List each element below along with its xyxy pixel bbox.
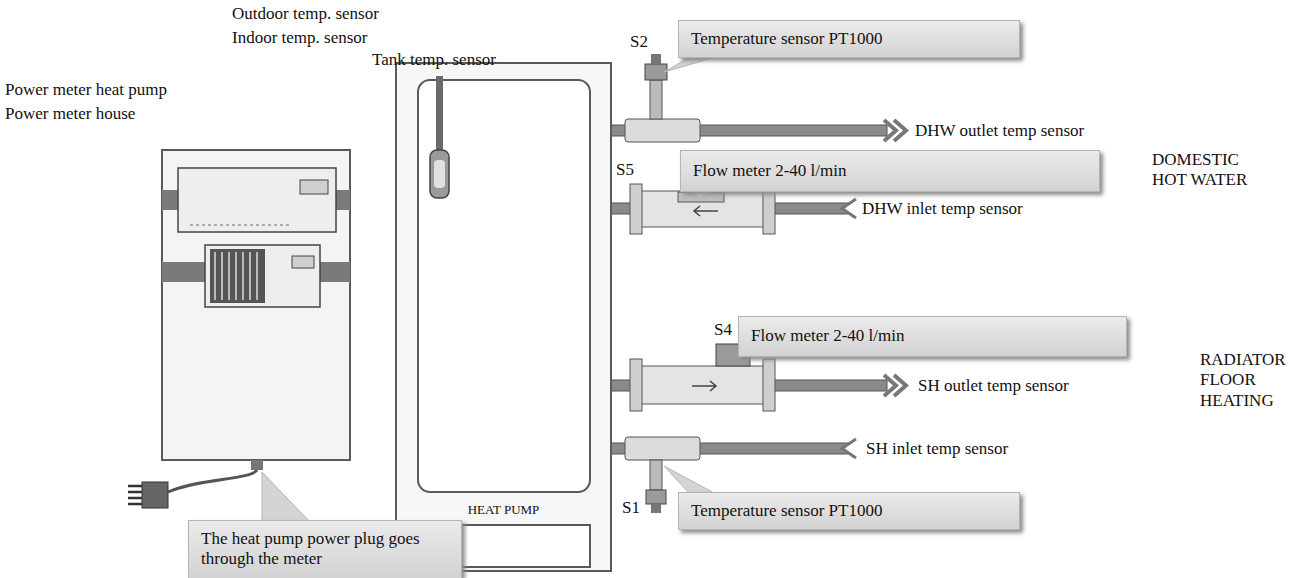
meter-name: Power meter heat pump	[5, 80, 167, 100]
callout-number: S2	[630, 32, 648, 52]
sensor-stem	[650, 80, 662, 119]
sensor-name: Tank temp. sensor	[372, 50, 496, 70]
terminal-block	[210, 249, 265, 303]
box-text: HEAT PUMP	[468, 502, 540, 518]
sensor-bulb	[430, 150, 449, 198]
box-text: The heat pump power plug goes through th…	[201, 529, 449, 570]
callout-pointer	[262, 472, 310, 522]
tank-sensor	[430, 76, 449, 198]
flow-arrow	[842, 439, 856, 458]
housing-fill	[396, 63, 611, 571]
sensor-callout: Temperature sensor PT1000	[678, 492, 1020, 530]
sensor-head	[651, 504, 661, 513]
meter-panel	[128, 150, 350, 508]
direction-arrow	[694, 206, 718, 216]
power-meter	[205, 245, 320, 307]
meter-terminals	[190, 225, 290, 226]
sensor-callout: Temperature sensor PT1000	[678, 20, 1020, 58]
power-cable	[168, 470, 257, 492]
sensor-name: SH outlet temp sensor	[918, 376, 1069, 396]
circuit-name: RADIATOR FLOOR HEATING	[1200, 350, 1286, 411]
plug-pins	[128, 486, 142, 504]
cable-gland	[251, 460, 263, 470]
flow-meter-callout: Flow meter 2-40 l/min	[738, 316, 1127, 357]
meter-head	[678, 192, 724, 202]
callout-pointer	[664, 466, 716, 494]
power-plug	[142, 482, 168, 508]
meter-display	[300, 180, 328, 194]
sensor-stem	[650, 460, 662, 490]
sensor-nut	[645, 64, 667, 80]
flange	[630, 359, 642, 411]
flow-arrow	[842, 199, 856, 218]
panel-outline	[162, 150, 350, 460]
terminal-slots	[215, 252, 257, 300]
sensor-highlight	[434, 160, 445, 188]
flow-arrow	[884, 375, 906, 396]
power-meter	[178, 168, 336, 232]
dhw-outlet-pipe	[611, 54, 906, 142]
callout-pointer	[690, 191, 714, 198]
flange	[630, 184, 642, 234]
sensor-nut	[646, 490, 666, 504]
flow-meter-body	[640, 366, 765, 404]
tee-fitting	[625, 119, 700, 142]
meter-display	[292, 256, 314, 268]
sensor-name: DHW inlet temp sensor	[862, 199, 1023, 219]
tank-outline	[418, 80, 590, 492]
box-text: Temperature sensor PT1000	[691, 501, 882, 521]
sensor-head	[651, 54, 661, 64]
callout-pointer	[664, 57, 716, 72]
box-text: Flow meter 2-40 l/min	[693, 161, 846, 181]
heat-pump-box: HEAT PUMP	[395, 62, 612, 572]
tee-fitting	[625, 437, 700, 460]
heat-pump-unit	[396, 63, 611, 571]
callout-number: S4	[714, 320, 732, 340]
sensor-name: DHW outlet temp sensor	[915, 121, 1084, 141]
sensor-name: Outdoor temp. sensor	[232, 4, 379, 24]
circuit-name: DOMESTIC HOT WATER	[1152, 150, 1252, 191]
flow-meter-body	[640, 191, 765, 227]
sensor-probe	[436, 76, 443, 156]
flow-meter-callout: Flow meter 2-40 l/min	[680, 150, 1100, 192]
meter-name: Power meter house	[5, 104, 135, 124]
callout-number: S1	[622, 498, 640, 518]
flange	[763, 359, 775, 411]
box-text: Flow meter 2-40 l/min	[751, 326, 904, 346]
direction-arrow	[692, 381, 716, 391]
sensor-name: SH inlet temp sensor	[866, 439, 1008, 459]
callout-number: S5	[616, 160, 634, 180]
flow-arrow	[884, 120, 906, 141]
sensor-name: Indoor temp. sensor	[232, 28, 368, 48]
plug-callout: The heat pump power plug goes through th…	[188, 520, 462, 578]
box-text: Temperature sensor PT1000	[691, 29, 882, 49]
